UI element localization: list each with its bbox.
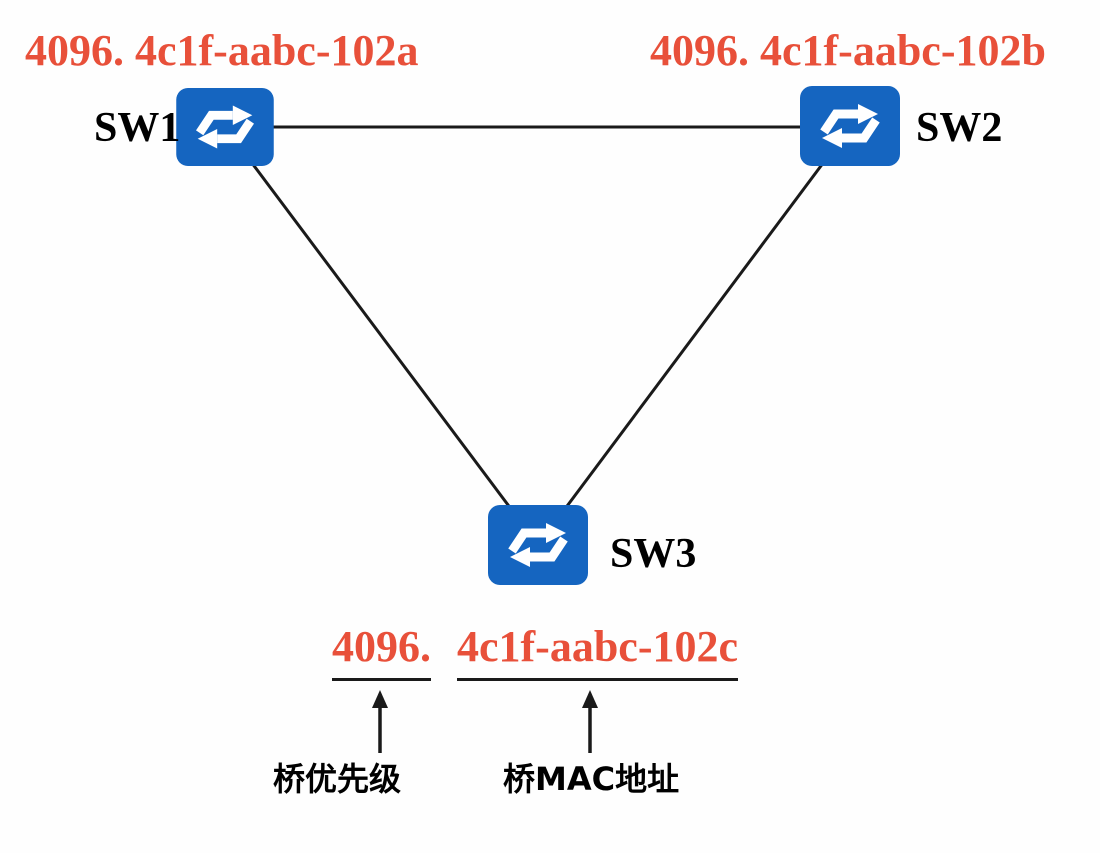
mac-arrow-up-icon	[582, 690, 598, 708]
sw1-label: SW1	[94, 105, 181, 151]
priority-arrow-up-icon	[372, 690, 388, 708]
ethernet-switch-arrows-icon	[488, 505, 588, 585]
sw1-bridge-id: 4096. 4c1f-aabc-102a	[25, 26, 419, 75]
sw3-bridge-mac: 4c1f-aabc-102c	[457, 623, 739, 682]
sw2-bridge-id: 4096. 4c1f-aabc-102b	[650, 26, 1046, 75]
sw1-switch-icon	[175, 88, 275, 166]
sw3-bridge-id: 4096. 4c1f-aabc-102c	[332, 623, 739, 682]
sw3-label: SW3	[610, 531, 697, 577]
sw3-bridge-priority: 4096.	[332, 623, 431, 682]
sw2-switch-icon	[800, 86, 900, 166]
link-sw2-sw3	[536, 126, 852, 546]
bridge-mac-label: 桥MAC地址	[503, 760, 680, 798]
sw3-switch-icon	[488, 505, 588, 585]
sw2-label: SW2	[916, 105, 1003, 151]
ethernet-switch-arrows-icon	[800, 86, 900, 166]
ethernet-switch-arrows-icon	[176, 88, 274, 166]
link-sw1-sw3	[223, 126, 540, 546]
bridge-priority-label: 桥优先级	[273, 760, 402, 798]
